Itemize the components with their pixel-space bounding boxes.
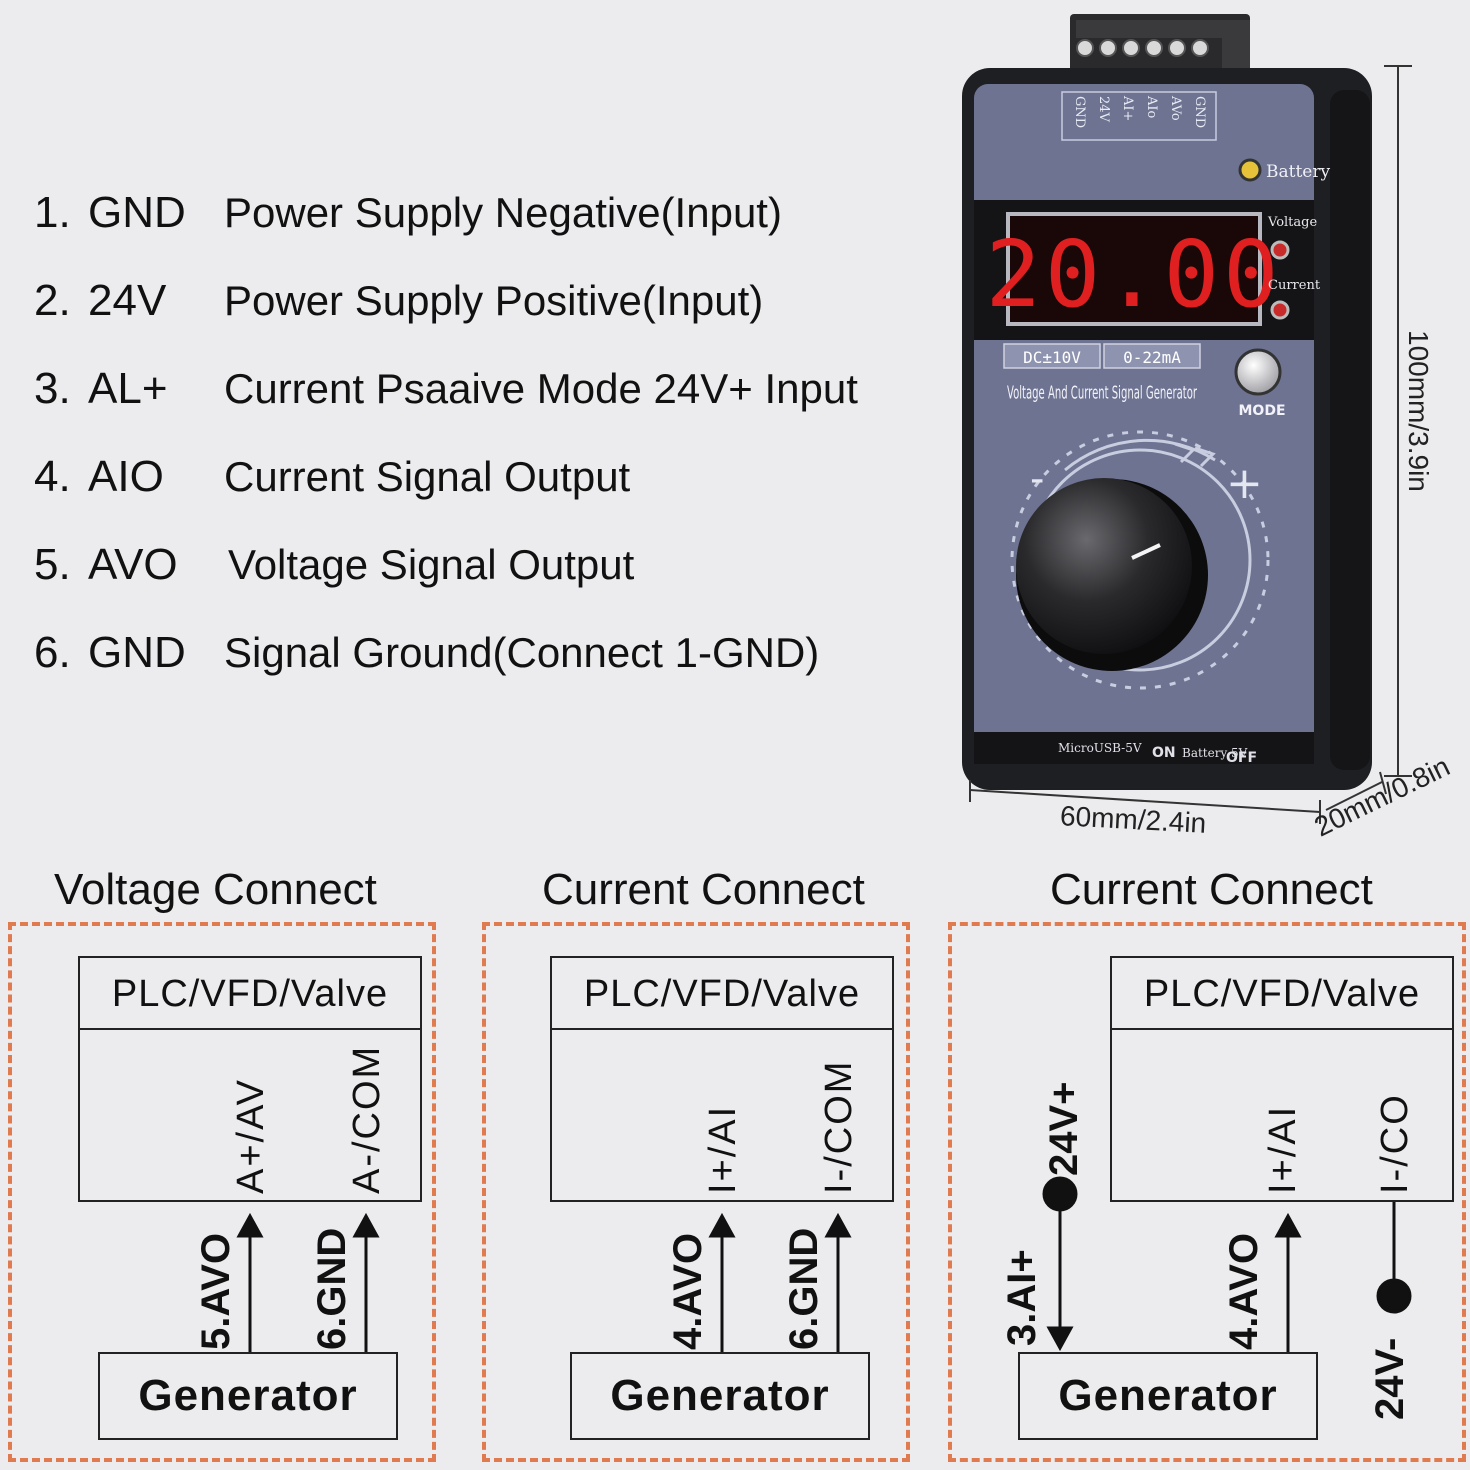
terminal-label: AI+ xyxy=(1120,95,1135,121)
wire-label: 4.AVO xyxy=(1222,1232,1266,1350)
voltage-connect-diagram: PLC/VFD/Valve A+/AV A-/COM 5.AVO 6.GND G… xyxy=(8,922,436,1462)
wire-label: 4.AVO xyxy=(666,1232,710,1350)
current-range-label: 0-22mA xyxy=(1123,348,1181,367)
pin-number: 1. xyxy=(34,188,71,237)
dimension-lines xyxy=(969,65,1412,824)
pin-description: Power Supply Negative(Input) xyxy=(224,189,782,236)
knob-pointer-icon xyxy=(1131,543,1161,560)
plc-box: PLC/VFD/Valve I+/AI I-/COM xyxy=(550,956,894,1202)
switch-off-label: OFF xyxy=(1226,750,1257,766)
signal-generator-device: GND AVo AIo AI+ 24V GND Battery 20.00 Vo… xyxy=(962,14,1412,824)
diagram-title: Current Connect xyxy=(542,865,865,914)
plc-box-label: PLC/VFD/Valve xyxy=(1112,958,1452,1030)
pin-number: 4. xyxy=(34,452,71,501)
diagram-title: Current Connect xyxy=(1050,865,1373,914)
wiring xyxy=(1042,1176,1412,1352)
wire-label: 5.AVO xyxy=(194,1232,238,1350)
pin-description: Voltage Signal Output xyxy=(228,541,635,588)
arrow-up-icon xyxy=(708,1212,736,1238)
plc-box: PLC/VFD/Valve A+/AV A-/COM xyxy=(78,956,422,1202)
wiring xyxy=(708,1212,852,1352)
pin-name: GND xyxy=(88,188,186,237)
wiring xyxy=(236,1212,380,1352)
arrow-down-icon xyxy=(1046,1326,1074,1352)
wire-label: 3.AI+ xyxy=(1000,1249,1044,1346)
terminal-label: 24V xyxy=(1096,96,1111,123)
increase-sign: + xyxy=(1226,458,1263,509)
pin-number: 3. xyxy=(34,364,71,413)
voltage-range-label: DC±10V xyxy=(1023,348,1081,367)
current-indicator-label: Current xyxy=(1268,278,1321,293)
voltage-indicator-label: Voltage xyxy=(1267,215,1317,230)
wire-label: 6.GND xyxy=(310,1227,354,1350)
battery-led-icon xyxy=(1238,158,1262,182)
voltage-led-icon xyxy=(1270,240,1290,260)
device-illustration: GND AVo AIo AI+ 24V GND Battery 20.00 Vo… xyxy=(962,14,1454,842)
pin-description: Current Psaaive Mode 24V+ Input xyxy=(224,365,858,412)
mode-label: MODE xyxy=(1238,403,1285,419)
wire-label: 6.GND xyxy=(782,1227,826,1350)
plc-box: PLC/VFD/Valve I+/AI I-/CO xyxy=(1110,956,1454,1202)
terminal-label: AIo xyxy=(1144,95,1159,119)
pin-description: Power Supply Positive(Input) xyxy=(224,277,764,324)
pin-number: 2. xyxy=(34,276,71,325)
pin-name: AL+ xyxy=(88,364,168,413)
pin-name: AIO xyxy=(88,452,164,501)
current-loop-diagram: PLC/VFD/Valve I+/AI I-/CO 24V+ 3.AI+ 4.A… xyxy=(948,922,1466,1462)
current-connect-diagram: PLC/VFD/Valve I+/AI I-/COM 4.AVO 6.GND G… xyxy=(482,922,910,1462)
terminal-block xyxy=(1070,14,1250,72)
height-dimension: 100mm/3.9in xyxy=(1403,330,1434,492)
arrow-up-icon xyxy=(1274,1212,1302,1238)
current-led-icon xyxy=(1270,300,1290,320)
diagram-title: Voltage Connect xyxy=(54,865,377,914)
pin-number: 6. xyxy=(34,628,71,677)
pin-name: AVO xyxy=(88,540,178,589)
pin-description: Current Signal Output xyxy=(224,453,631,500)
pin-number: 5. xyxy=(34,540,71,589)
pin-name: 24V xyxy=(88,276,167,325)
mode-button[interactable] xyxy=(1234,348,1282,396)
arrow-up-icon xyxy=(824,1212,852,1238)
arrow-up-icon xyxy=(236,1212,264,1238)
terminal-label: GND xyxy=(1072,96,1087,128)
led-display xyxy=(1006,212,1262,326)
switch-battery-label: Battery 5V xyxy=(1182,746,1248,760)
switch-on-label: ON xyxy=(1152,745,1176,761)
usb-port-label: MicroUSB-5V xyxy=(1058,741,1142,755)
battery-label: Battery xyxy=(1266,162,1330,182)
generator-box: Generator xyxy=(1018,1352,1318,1440)
supply-negative-node-icon xyxy=(1376,1278,1412,1314)
pin-description: Signal Ground(Connect 1-GND) xyxy=(224,629,820,676)
generator-box: Generator xyxy=(570,1352,870,1440)
plc-box-label: PLC/VFD/Valve xyxy=(80,958,420,1030)
pin-name: GND xyxy=(88,628,186,677)
supply-positive-label: 24V+ xyxy=(1042,1081,1086,1176)
product-name: Voltage And Current Signal Generator xyxy=(1007,382,1197,403)
display-value: 20.00 xyxy=(986,221,1283,328)
knob-cap-icon xyxy=(1016,478,1192,654)
terminal-label: AVo xyxy=(1168,95,1183,121)
plc-box-label: PLC/VFD/Valve xyxy=(552,958,892,1030)
decrease-sign: - xyxy=(1030,456,1044,502)
generator-box: Generator xyxy=(98,1352,398,1440)
terminal-label: GND xyxy=(1192,96,1207,128)
arrow-up-icon xyxy=(352,1212,380,1238)
supply-negative-label: 24V- xyxy=(1368,1337,1412,1420)
